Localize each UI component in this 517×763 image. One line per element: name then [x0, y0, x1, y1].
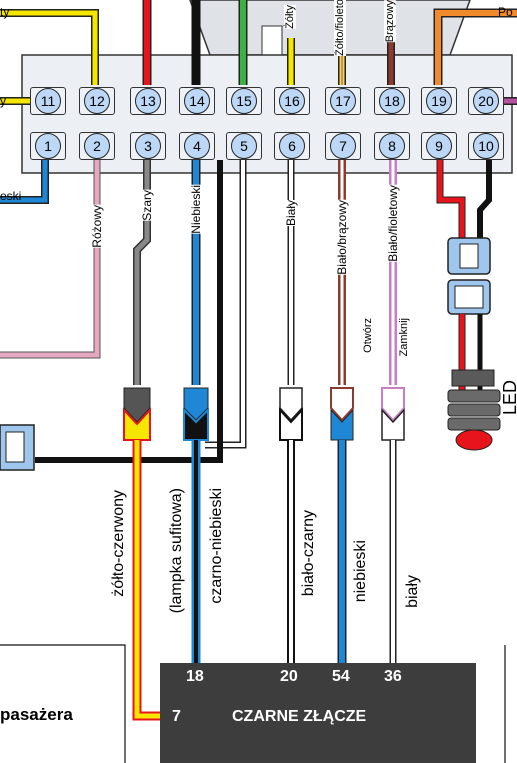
label-white: biały: [404, 575, 421, 608]
pin-20: 20: [468, 87, 504, 115]
pin-18: 18: [374, 87, 410, 115]
wire-pin9-red: [436, 160, 466, 240]
led-body: [447, 369, 501, 451]
terminal-blue: [330, 387, 354, 441]
pin-16: 16: [274, 87, 310, 115]
pin-12: 12: [79, 87, 115, 115]
pin-15: 15: [226, 87, 262, 115]
label-yellow-red: żółto-czerwony: [110, 490, 127, 597]
block-pin-18: 18: [186, 668, 204, 685]
label-pin18-top: Brązowy: [384, 0, 396, 43]
passenger-label: pasażera: [0, 705, 73, 724]
wire-yellow-red-harness: [132, 440, 160, 721]
wire-black-left-connector: [35, 160, 223, 463]
wire-pin10-black: [477, 160, 492, 240]
pin-3: 3: [130, 132, 166, 160]
wire-pin12-yellow: [0, 9, 99, 85]
label-pin7: Biało/brązowy: [335, 200, 349, 275]
pin-5: 5: [226, 132, 262, 160]
label-lamp: (lampka sufitowa): [168, 488, 185, 614]
pin-13: 13: [130, 87, 166, 115]
connector-latch: [261, 25, 283, 59]
label-pin8: Biało/fioletowy: [386, 185, 400, 262]
label-left-pin1: eski: [0, 189, 22, 203]
block-pin-54: 54: [332, 668, 350, 685]
terminal-yellow-red: [123, 387, 151, 441]
connector-top-housing: [189, 0, 471, 56]
pin-8: 8: [374, 132, 410, 160]
pin-2: 2: [79, 132, 115, 160]
label-black-blue: czarno-niebieski: [208, 488, 225, 604]
block-pin-20: 20: [280, 668, 298, 685]
left-connector: [0, 424, 35, 471]
pin-7: 7: [325, 132, 361, 160]
pin-10: 10: [468, 132, 504, 160]
label-pin4: Niebieski: [189, 185, 203, 234]
wire-pin5-white: [205, 160, 247, 449]
pin-9: 9: [421, 132, 457, 160]
black-connector-block: [160, 663, 476, 763]
pin-11: 11: [30, 87, 66, 115]
wire-pin19-orange: [433, 8, 517, 85]
label-white-black: biało-czarny: [300, 510, 317, 597]
led-connector: [447, 237, 491, 315]
label-led: LED: [500, 380, 517, 416]
pin-4: 4: [179, 132, 215, 160]
label-pin2: Różowy: [90, 205, 104, 248]
label-left-pin11: y: [0, 94, 6, 108]
wire-pin1-blue: [0, 160, 49, 204]
label-left-top: ty: [0, 5, 10, 19]
label-pin17-top: Żółto/fioletowy: [334, 0, 346, 56]
label-pin19-top: Po: [498, 5, 513, 19]
terminal-white: [381, 387, 405, 441]
pin-14: 14: [179, 87, 215, 115]
label-pin16-top: Żółty: [284, 5, 296, 29]
label-blue: niebieski: [352, 540, 369, 603]
label-zamknij: Zamknij: [398, 318, 410, 357]
pin-17: 17: [325, 87, 361, 115]
terminal-black-blue: [183, 387, 209, 441]
label-pin3: Szary: [140, 190, 154, 221]
pin-1: 1: [30, 132, 66, 160]
terminal-white-black: [279, 387, 303, 441]
block-title: CZARNE ZŁĄCZE: [232, 708, 367, 725]
pin-6: 6: [274, 132, 310, 160]
pin-19: 19: [421, 87, 457, 115]
label-pin6: Biały: [284, 200, 298, 227]
label-otworz: Otwórz: [362, 318, 374, 353]
block-pin-7: 7: [172, 708, 181, 725]
block-pin-36: 36: [384, 668, 402, 685]
frame-line-left: [0, 644, 126, 763]
